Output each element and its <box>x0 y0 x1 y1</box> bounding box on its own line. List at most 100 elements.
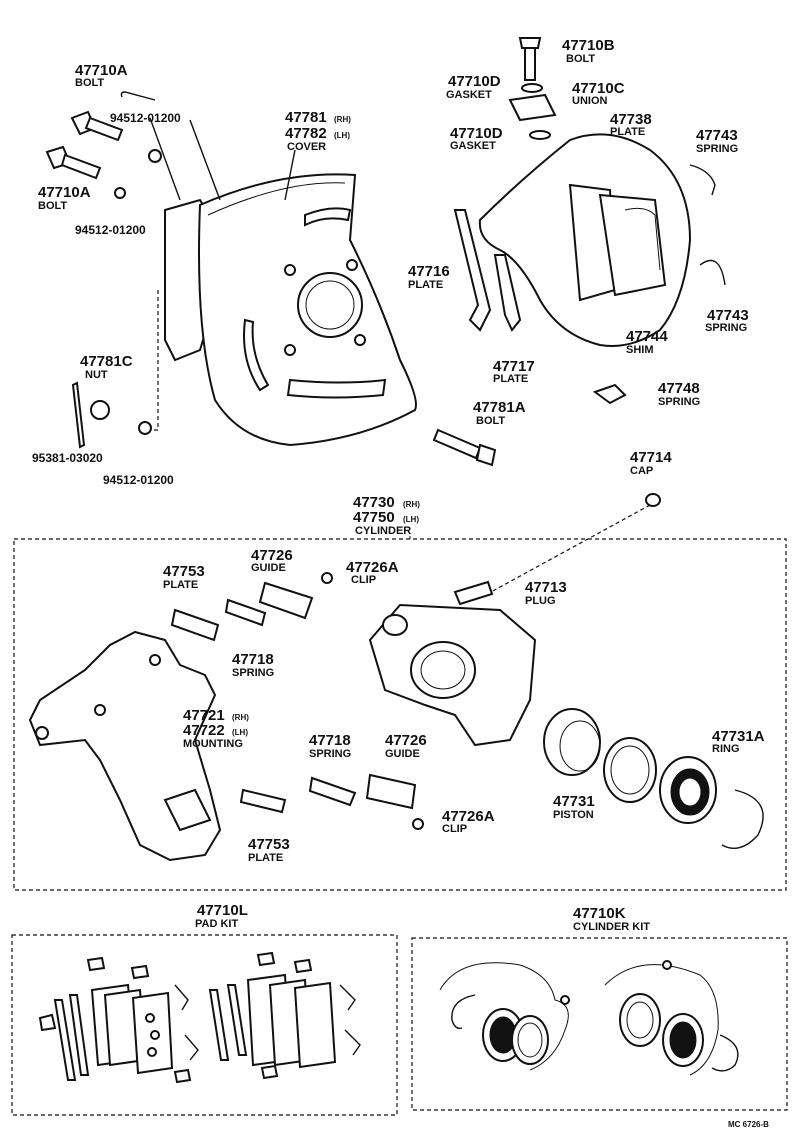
part-name-cover: COVER <box>287 141 326 153</box>
pad-kit-parts <box>38 951 361 1084</box>
bolt-47781A-shank <box>432 428 482 460</box>
spring-47748 <box>592 383 627 405</box>
part-number-47781C: 47781C <box>80 353 133 370</box>
kit-ring-2 <box>711 1034 739 1072</box>
dashed-guide <box>150 290 159 431</box>
cover-hub-hole <box>297 272 363 338</box>
leader-1 <box>120 91 156 101</box>
cylinder-port <box>382 614 408 636</box>
cylinder-bore <box>410 641 476 699</box>
kit-shim-1 <box>86 956 106 972</box>
cylinder-assembly <box>28 572 764 862</box>
mount-pad-seat <box>163 788 212 832</box>
kit-pad-2-hole-2 <box>150 1030 160 1040</box>
cap-to-plug-dashed <box>479 504 651 599</box>
part-number-47781A: 47781A <box>473 399 526 416</box>
kit-seal-2-inner <box>626 1001 654 1039</box>
part-number-47717: 47717 <box>493 358 535 375</box>
kit-spring-2 <box>184 1034 199 1061</box>
part-name-cylinder-kit: CYLINDER KIT <box>573 921 650 933</box>
part-name-mounting: MOUNTING <box>183 738 243 750</box>
washer-94512-b <box>114 187 126 199</box>
plate-47716 <box>453 209 492 332</box>
part-name-pad-kit: PAD KIT <box>195 918 238 930</box>
part-name-clip-a: CLIP <box>351 574 376 586</box>
washer-94512-c <box>138 421 152 435</box>
part-name-clip-b: CLIP <box>442 823 467 835</box>
union-47710C <box>508 93 557 122</box>
part-name-nut: NUT <box>85 369 108 381</box>
part-number-47710D-1: 47710D <box>448 73 501 90</box>
leader-4 <box>284 149 296 201</box>
plug-47713 <box>453 580 494 606</box>
part-name-piston: PISTON <box>553 809 594 821</box>
footer-code: MC 6726-B <box>728 1120 769 1129</box>
cylinder-box <box>13 538 787 891</box>
part-name-spring-43b: SPRING <box>705 322 747 334</box>
cover-hub-inner <box>305 280 355 330</box>
kit-spring-1 <box>174 984 189 1011</box>
part-name-plate-16: PLATE <box>408 279 443 291</box>
seal-ring-inner <box>610 745 650 795</box>
dust-cover-assembly <box>45 91 417 449</box>
cover-bolt-hole-2 <box>346 259 358 271</box>
part-number-47714: 47714 <box>630 449 672 466</box>
part-name-plate-38: PLATE <box>610 126 645 138</box>
kit-ring-1 <box>451 994 476 1030</box>
part-number-47718-1: 47718 <box>232 651 274 668</box>
side-lh-47750: (LH) <box>403 515 419 524</box>
kit-spring-4 <box>344 1029 361 1056</box>
part-name-gasket-2: GASKET <box>450 140 496 152</box>
part-name-ring: RING <box>712 743 740 755</box>
part-name-spring-18b: SPRING <box>309 748 351 760</box>
kit-clip-3 <box>260 1064 279 1080</box>
spring-47743-bottom <box>699 259 726 286</box>
kit-spring-3 <box>339 984 356 1011</box>
part-name-plate-17: PLATE <box>493 373 528 385</box>
side-lh-47722: (LH) <box>232 728 248 737</box>
ring-47731A <box>721 789 764 849</box>
part-number-94512-2: 94512-01200 <box>75 223 146 237</box>
cover-slot-top <box>304 207 352 227</box>
part-number-47738: 47738 <box>610 111 652 128</box>
part-name-spring-48: SPRING <box>658 396 700 408</box>
part-name-bolt-mid: BOLT <box>38 200 67 212</box>
part-name-guide-b: GUIDE <box>385 748 420 760</box>
kit-seal-2 <box>619 993 661 1047</box>
cover-rim-line <box>207 182 346 216</box>
spring-47718-bottom <box>308 776 357 807</box>
cover-bolt-hole-1 <box>284 264 296 276</box>
gasket-47710D-2 <box>529 130 551 140</box>
mount-hole-2 <box>94 704 106 716</box>
mount-hole-1 <box>35 726 49 740</box>
piston-face <box>559 720 601 772</box>
part-number-47710K: 47710K <box>573 905 626 922</box>
part-name-plug: PLUG <box>525 595 556 607</box>
kit-cap-2 <box>662 960 672 970</box>
kit-cylinder-outline-1 <box>439 962 569 1071</box>
cover-slot-bottom <box>286 378 387 399</box>
cover-slot-left <box>243 318 270 392</box>
part-name-guide-a: GUIDE <box>251 562 286 574</box>
part-number-47710A-mid: 47710A <box>38 184 91 201</box>
bolt-shank-47710A-mid <box>60 153 102 180</box>
part-number-47726-1: 47726 <box>251 547 293 564</box>
spring-47743-top <box>689 164 716 196</box>
part-name-bolt-b: BOLT <box>566 53 595 65</box>
guide-47726-top <box>258 581 314 620</box>
cylinder-kit-parts <box>439 960 739 1076</box>
part-name-spring-18a: SPRING <box>232 667 274 679</box>
part-name-union: UNION <box>572 95 608 107</box>
part-name-bolt-81a: BOLT <box>476 415 505 427</box>
kit-shim-4 <box>293 958 313 974</box>
kit-pad-2-hole-3 <box>147 1047 157 1057</box>
side-rh-47781: (RH) <box>334 115 351 124</box>
side-rh-47730: (RH) <box>403 500 420 509</box>
kit-pad-5 <box>293 981 337 1069</box>
washer-94512-a <box>148 149 162 163</box>
pad-outer-edge <box>624 207 661 271</box>
part-number-47731: 47731 <box>553 793 595 810</box>
part-number-47713: 47713 <box>525 579 567 596</box>
kit-shim-2 <box>130 964 150 980</box>
